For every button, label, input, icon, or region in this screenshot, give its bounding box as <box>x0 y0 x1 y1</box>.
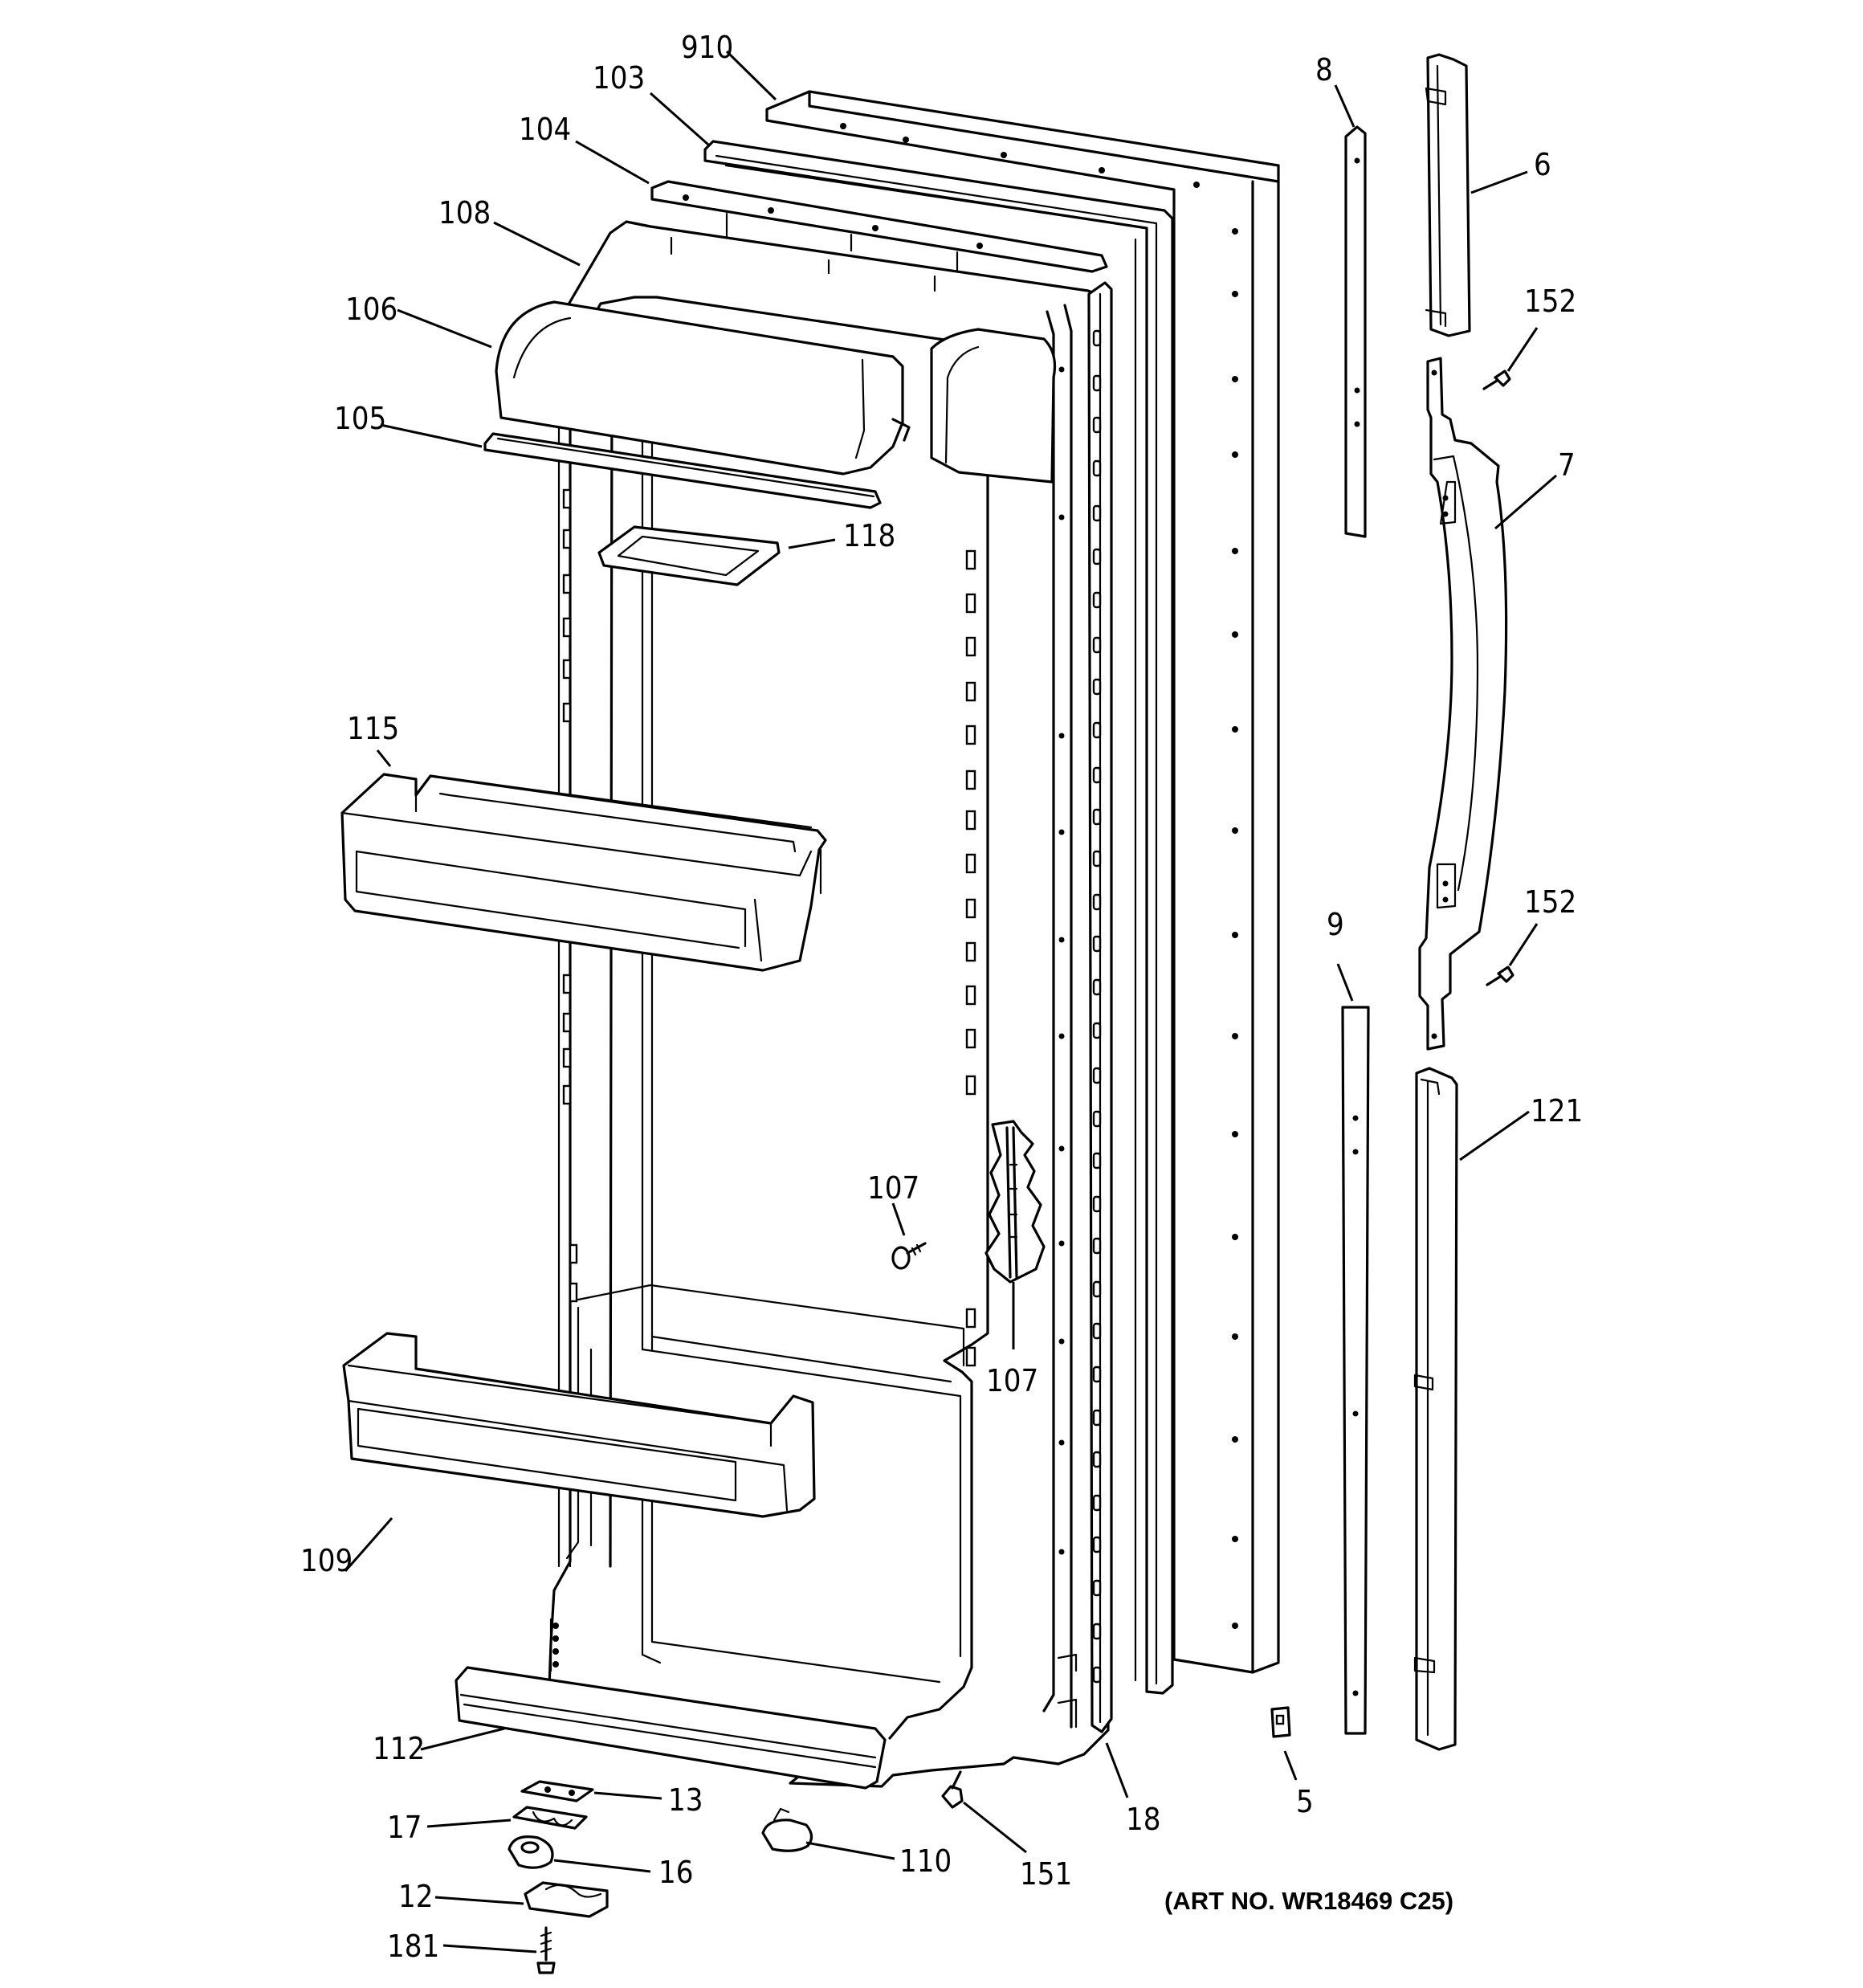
screw-107 <box>891 1242 927 1270</box>
hinge-spacer-17 <box>512 1806 588 1830</box>
callout-17: 17 <box>387 1810 422 1845</box>
outer-panel-holes <box>840 123 1238 1629</box>
callout-9: 9 <box>1327 907 1344 942</box>
door-gasket <box>703 140 1174 1695</box>
screw-152-lower <box>1486 965 1514 986</box>
plug-button-5 <box>1270 1706 1291 1738</box>
hinge-screw-151 <box>941 1770 964 1809</box>
door-bin-upper <box>340 773 827 972</box>
callout-152-upper: 152 <box>1524 284 1576 319</box>
handle-end-cap-upper-6 <box>1425 53 1471 337</box>
screw-152-upper <box>1482 369 1511 390</box>
callout-121: 121 <box>1531 1093 1583 1129</box>
callout-13: 13 <box>668 1782 703 1818</box>
handle-trim-upper-8 <box>1344 125 1367 538</box>
callout-104: 104 <box>519 112 571 147</box>
liner-top-right-bulge <box>930 328 1057 484</box>
callout-108: 108 <box>438 195 491 231</box>
strip-slots <box>1092 329 1102 1684</box>
callout-112: 112 <box>373 1731 425 1766</box>
callout-181: 181 <box>387 1929 439 1964</box>
callout-115: 115 <box>347 711 399 746</box>
callout-109: 109 <box>300 1543 353 1578</box>
handle-trim-lower-9 <box>1341 1006 1370 1735</box>
callout-910: 910 <box>681 30 733 65</box>
callout-6: 6 <box>1534 147 1551 182</box>
callout-106: 106 <box>345 292 397 327</box>
hinge-pin-cap-110 <box>761 1807 813 1852</box>
bottom-trim-rail <box>455 1666 887 1790</box>
callout-8: 8 <box>1315 52 1333 88</box>
callout-107-bracket: 107 <box>986 1363 1038 1398</box>
hinge-shim-13 <box>520 1780 594 1802</box>
cutaway-hinge-bracket <box>984 1120 1046 1284</box>
callout-leaders <box>344 50 1557 1953</box>
door-liner <box>548 220 1110 1788</box>
callout-107-screw: 107 <box>867 1170 919 1206</box>
hinge-cam-16 <box>508 1835 554 1869</box>
outer-door-panel <box>765 90 1280 1674</box>
callout-152-lower: 152 <box>1524 884 1576 920</box>
screw-181 <box>536 1926 556 1974</box>
callout-151: 151 <box>1020 1856 1072 1892</box>
callout-12: 12 <box>398 1879 434 1914</box>
callout-103: 103 <box>593 60 645 96</box>
callout-110: 110 <box>899 1843 952 1879</box>
callout-7: 7 <box>1558 447 1576 483</box>
door-bin-lower <box>342 1332 816 1518</box>
callout-18: 18 <box>1126 1802 1161 1837</box>
door-side-hinge-strip <box>1087 281 1113 1733</box>
hinge-bracket-12 <box>524 1881 609 1918</box>
dairy-ledge-strip <box>483 432 882 509</box>
dairy-compartment-door <box>495 300 911 476</box>
callout-5: 5 <box>1296 1784 1314 1819</box>
callout-118: 118 <box>843 518 895 553</box>
callout-105: 105 <box>334 401 386 436</box>
callout-labels: 910 103 104 108 106 105 118 115 107 107 … <box>300 30 1583 1964</box>
small-tray <box>597 525 781 586</box>
door-handle-7 <box>1418 357 1508 1051</box>
handle-end-cap-lower-121 <box>1413 1067 1458 1751</box>
art-number: (ART NO. WR18469 C25) <box>1164 1887 1453 1915</box>
callout-16: 16 <box>658 1855 694 1890</box>
